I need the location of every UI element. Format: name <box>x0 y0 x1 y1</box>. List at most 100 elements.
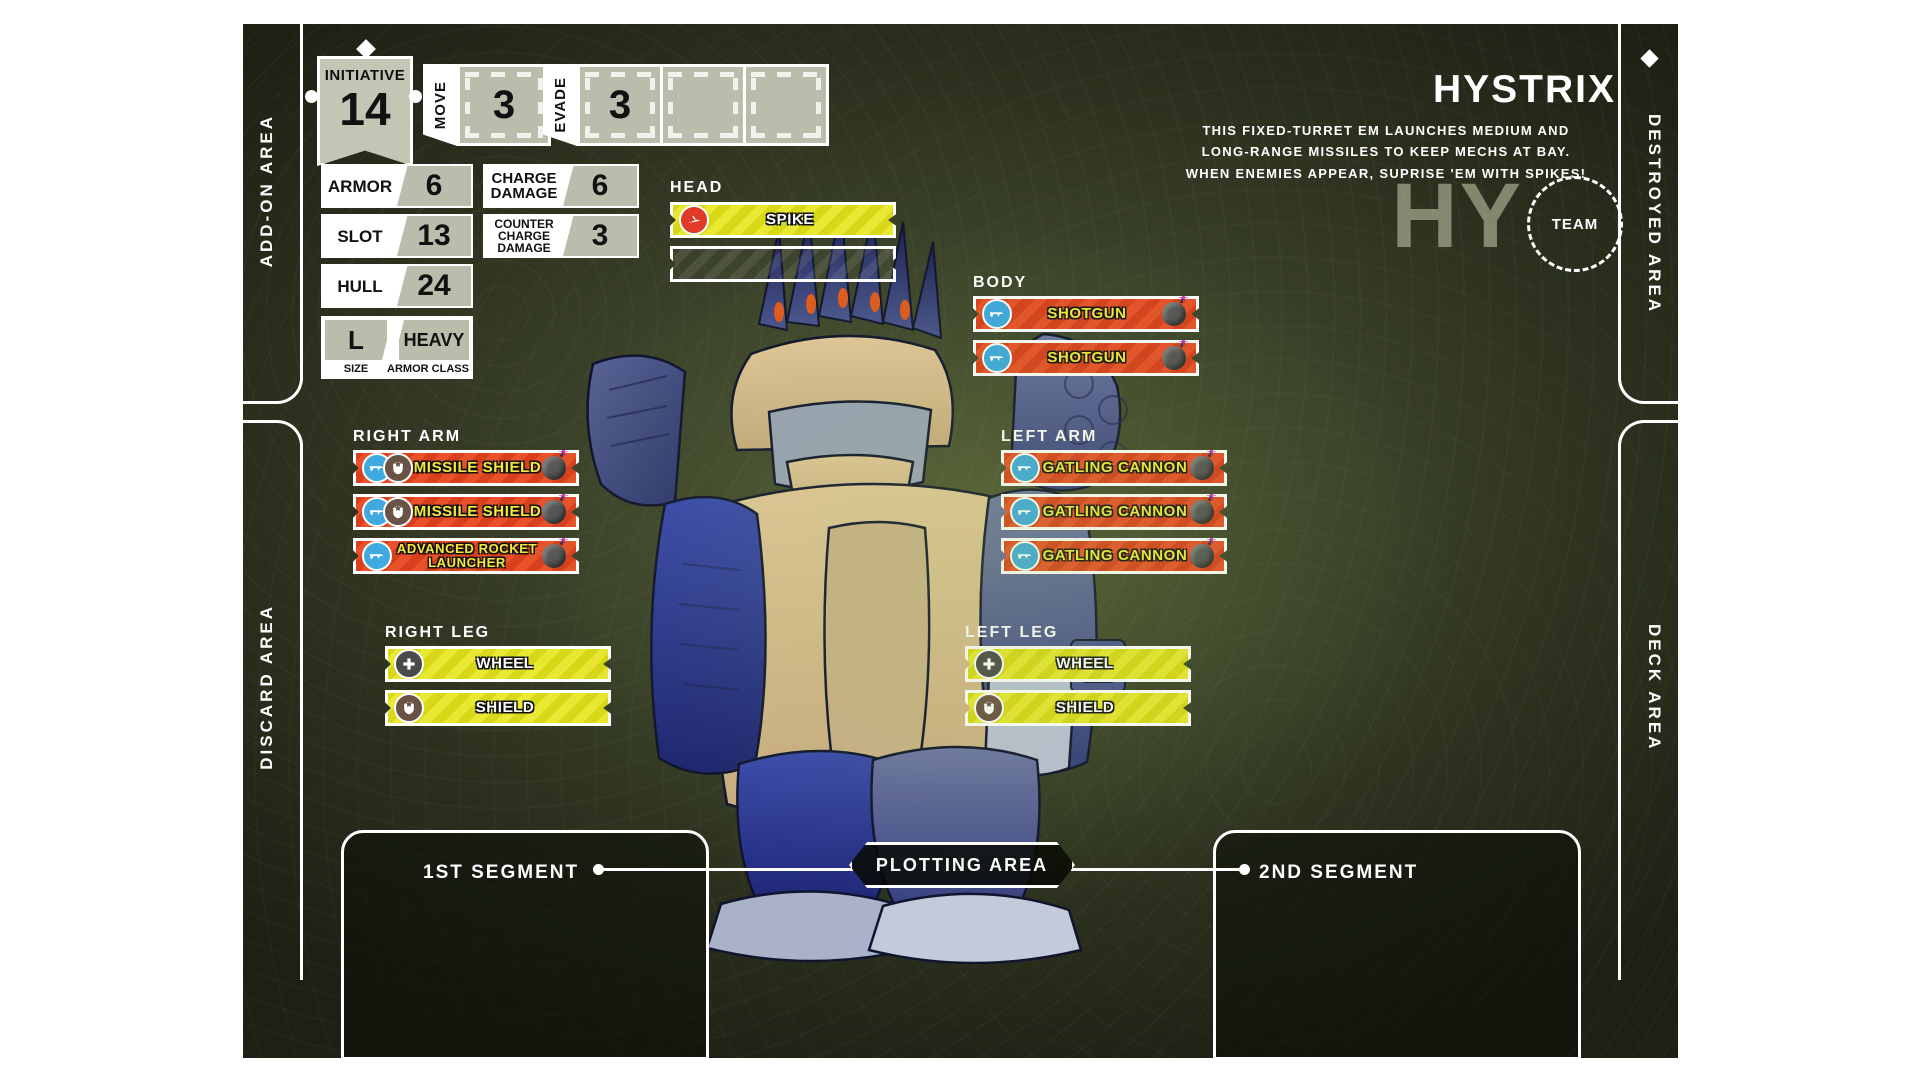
discard-area-label: DISCARD AREA <box>257 604 276 770</box>
slot-body-0-label: SHOTGUN <box>1047 305 1127 323</box>
mech-description: THIS FIXED-TURRET EM LAUNCHES MEDIUM AND… <box>1156 120 1616 184</box>
slot-left-leg-1-icons <box>974 693 1004 723</box>
slot-left-leg-0-icons <box>974 649 1004 679</box>
size-caption: SIZE <box>343 363 369 375</box>
section-label-right-arm: RIGHT ARM <box>353 428 462 445</box>
stat-label-slot: SLOT <box>337 226 383 246</box>
description-line-1: THIS FIXED-TURRET EM LAUNCHES MEDIUM AND <box>1202 123 1570 138</box>
slot-left-arm-1-icons <box>1010 497 1040 527</box>
discard-area-rail[interactable] <box>243 420 303 980</box>
slot-body-0[interactable]: SHOTGUN <box>973 296 1199 332</box>
slot-right-arm-2[interactable]: ADVANCED ROCKET LAUNCHER <box>353 538 579 574</box>
slot-body-1-label: SHOTGUN <box>1047 349 1127 367</box>
stat-value-hull: 24 <box>397 266 471 306</box>
slot-left-leg-1-label: SHIELD <box>1055 699 1115 717</box>
add-on-area-rail[interactable] <box>243 24 303 404</box>
plotting-area-label: PLOTTING AREA <box>875 854 1049 875</box>
evade-grid-cell-1[interactable]: 3 <box>577 64 663 146</box>
initiative-diamond-icon <box>356 39 376 59</box>
second-segment-area[interactable] <box>1213 830 1581 1058</box>
section-label-left-leg: LEFT LEG <box>965 624 1059 641</box>
evade-box: EVADE 3 <box>543 64 829 146</box>
mech-character-sheet: ADD-ON AREA DISCARD AREA DESTROYED AREA … <box>243 24 1678 1058</box>
plus-icon <box>394 649 424 679</box>
deck-area-rail[interactable] <box>1618 420 1678 980</box>
slot-right-leg-1[interactable]: SHIELD <box>385 690 611 726</box>
plotting-area[interactable]: PLOTTING AREA <box>849 842 1075 888</box>
description-line-2: LONG-RANGE MISSILES TO KEEP MECHS AT BAY… <box>1201 144 1571 160</box>
stat-row-slot: SLOT 13 <box>321 214 473 258</box>
second-segment-connector-line <box>1071 868 1243 871</box>
initiative-banner: INITIATIVE 14 <box>317 56 413 166</box>
first-segment-connector-dot <box>593 864 604 875</box>
bomb-icon <box>1190 538 1217 568</box>
slot-right-arm-1[interactable]: MISSILE SHIELD <box>353 494 579 530</box>
stat-value-charge-damage: 6 <box>563 166 637 206</box>
evade-grid-cell-3[interactable] <box>743 64 829 146</box>
slot-left-leg-0[interactable]: WHEEL <box>965 646 1191 682</box>
slot-head-0[interactable]: SPIKE <box>670 202 896 238</box>
slot-right-arm-2-label: ADVANCED ROCKET LAUNCHER <box>396 541 538 570</box>
slot-head-0-label: SPIKE <box>765 211 814 229</box>
rifle-icon <box>1010 497 1040 527</box>
initiative-label: INITIATIVE <box>324 67 406 84</box>
stat-value-armor: 6 <box>397 166 471 206</box>
first-segment-label: 1ST SEGMENT <box>423 862 580 883</box>
stat-row-charge-damage: CHARGE DAMAGE 6 <box>483 164 639 208</box>
move-box: MOVE 3 <box>423 64 551 146</box>
evade-grid-cell-2[interactable] <box>660 64 746 146</box>
initiative-dot-right <box>409 90 422 103</box>
slot-right-leg-1-label: SHIELD <box>475 699 535 717</box>
shield-icon <box>383 453 413 483</box>
size-armor-class-box: L HEAVY SIZE ARMOR CLASS <box>321 316 473 379</box>
slot-head-1-empty[interactable] <box>670 246 896 282</box>
stat-label-hull: HULL <box>337 276 383 296</box>
slot-left-arm-1[interactable]: GATLING CANNON <box>1001 494 1227 530</box>
bomb-icon <box>542 494 569 524</box>
slot-right-arm-2-icons <box>362 541 392 571</box>
move-tab: MOVE <box>423 64 457 146</box>
team-token-slot[interactable]: TEAM <box>1527 176 1623 272</box>
move-grid-cell[interactable]: 3 <box>457 64 551 146</box>
slot-right-arm-0[interactable]: MISSILE SHIELD <box>353 450 579 486</box>
stat-row-hull: HULL 24 <box>321 264 473 308</box>
description-line-3: WHEN ENEMIES APPEAR, SUPRISE 'EM WITH SP… <box>1185 165 1587 181</box>
slot-right-leg-0[interactable]: WHEEL <box>385 646 611 682</box>
shield-icon <box>383 497 413 527</box>
slot-head-0-icons <box>679 205 709 235</box>
plus-icon <box>974 649 1004 679</box>
slot-right-leg-0-icons <box>394 649 424 679</box>
slot-left-arm-0[interactable]: GATLING CANNON <box>1001 450 1227 486</box>
evade-dashed-border-3 <box>751 72 821 138</box>
rifle-icon <box>362 541 392 571</box>
rifle-icon <box>982 343 1012 373</box>
spike-icon <box>679 205 709 235</box>
evade-dashed-border-2 <box>668 72 738 138</box>
slot-left-leg-1[interactable]: SHIELD <box>965 690 1191 726</box>
add-on-area-label: ADD-ON AREA <box>257 114 276 268</box>
slot-right-arm-1-icons <box>362 497 413 527</box>
destroyed-area-label: DESTROYED AREA <box>1645 114 1664 315</box>
bomb-icon <box>1190 450 1217 480</box>
initiative-value: 14 <box>339 83 391 135</box>
slot-body-0-icons <box>982 299 1012 329</box>
slot-left-arm-0-icons <box>1010 453 1040 483</box>
armor-class-value: HEAVY <box>399 320 469 360</box>
page-title: HYSTRIX <box>1432 68 1616 111</box>
bomb-icon <box>1162 340 1189 370</box>
slot-body-1[interactable]: SHOTGUN <box>973 340 1199 376</box>
slot-left-arm-2[interactable]: GATLING CANNON <box>1001 538 1227 574</box>
stat-label-counter-charge-damage: COUNTER CHARGE DAMAGE <box>494 217 554 255</box>
slot-left-arm-0-label: GATLING CANNON <box>1042 459 1188 477</box>
slot-right-leg-1-icons <box>394 693 424 723</box>
slot-body-1-icons <box>982 343 1012 373</box>
deck-area-label: DECK AREA <box>1645 624 1664 752</box>
first-segment-connector-line <box>603 868 853 871</box>
rifle-icon <box>1010 453 1040 483</box>
slot-right-arm-0-label: MISSILE SHIELD <box>413 459 542 477</box>
stat-row-armor: ARMOR 6 <box>321 164 473 208</box>
stat-row-counter-charge-damage: COUNTER CHARGE DAMAGE 3 <box>483 214 639 258</box>
shield-icon <box>394 693 424 723</box>
shield-icon <box>974 693 1004 723</box>
second-segment-connector-dot <box>1239 864 1250 875</box>
